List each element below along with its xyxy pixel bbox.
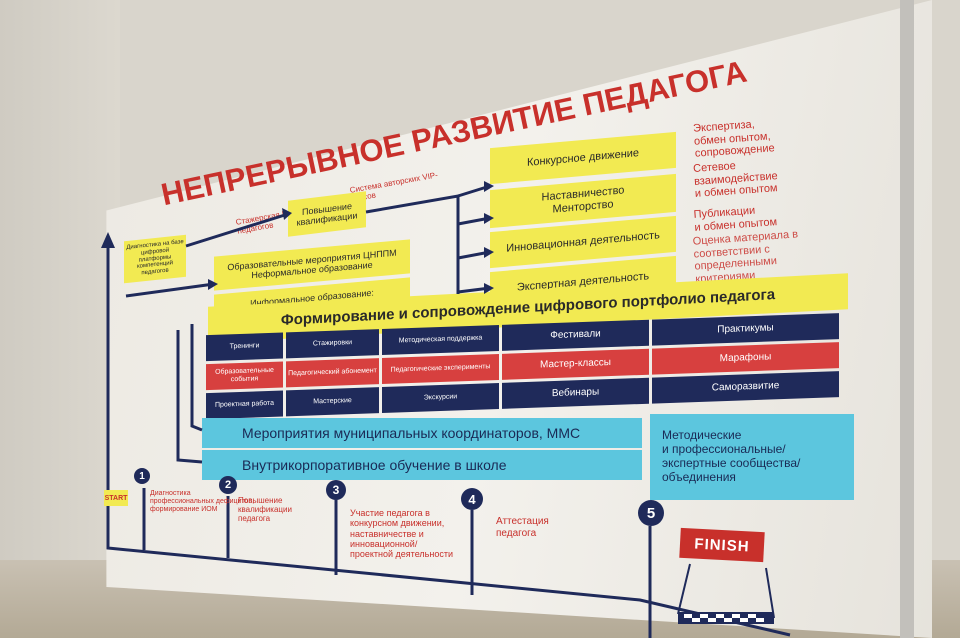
grid-cell: Мастер-классы (502, 348, 649, 380)
grid-cell: Педагогические эксперименты (382, 353, 499, 385)
step-text-1: Диагностика профессиональных дефицитов, … (150, 490, 255, 514)
grid-cell: Мастерские (286, 387, 379, 417)
step-text-4: Аттестация педагога (496, 516, 549, 539)
grid-cell: Образовательные события (206, 361, 283, 391)
grid-cell: Вебинары (502, 377, 649, 409)
note-expertise: Экспертиза, обмен опытом, сопровождение (692, 118, 776, 161)
start-sign: START (104, 490, 128, 506)
finish-sign: FINISH (679, 527, 765, 563)
grid-cell: Педагогический абонемент (286, 358, 379, 388)
step-badge-2: 2 (219, 476, 237, 494)
grid-cell: Тренинги (206, 332, 283, 362)
step-text-3: Участие педагога в конкурсном движении, … (350, 508, 453, 560)
communities-box: Методические и профессиональные/ эксперт… (650, 414, 854, 500)
board-frame (900, 0, 914, 638)
step-badge-1: 1 (134, 468, 150, 484)
grid-cell: Методическая поддержка (382, 324, 499, 356)
grid-cell: Марафоны (652, 342, 839, 375)
grid-cell: Саморазвитие (652, 371, 839, 404)
municipal-bar: Мероприятия муниципальных координаторов,… (202, 418, 642, 448)
finish-line-icon (677, 563, 775, 624)
note-network: Сетевое взаимодействие и обмен опытом (692, 159, 779, 201)
step-badge-5: 5 (638, 500, 664, 526)
grid-cell: Экскурсии (382, 382, 499, 414)
grid-cell: Стажировки (286, 329, 379, 359)
step-badge-4: 4 (461, 488, 483, 510)
step-text-2: Повышение квалификации педагога (238, 496, 292, 524)
step-badge-3: 3 (326, 480, 346, 500)
grid-cell: Проектная работа (206, 390, 283, 420)
wall (0, 0, 120, 638)
grid-cell: Практикумы (652, 313, 839, 346)
grid-cell: Фестивали (502, 319, 649, 351)
box-diagnostics: Диагностика на базе цифровой платформы к… (124, 234, 186, 284)
inschool-bar: Внутрикорпоративное обучение в школе (202, 450, 642, 480)
